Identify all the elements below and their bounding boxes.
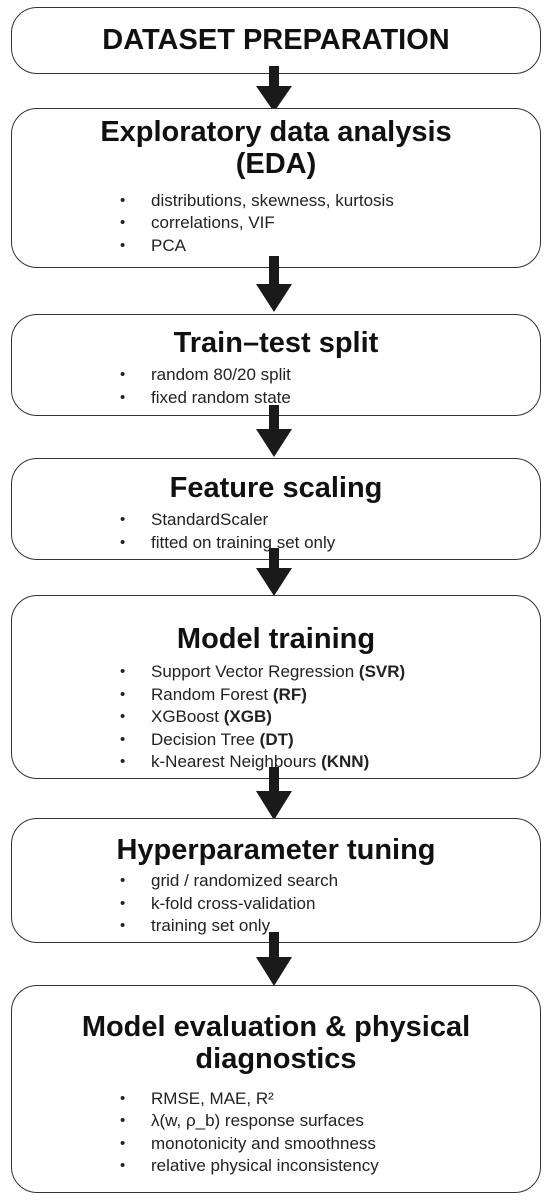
flow-arrow <box>252 932 296 987</box>
list-item: PCA <box>120 235 540 258</box>
step-items: Support Vector Regression (SVR) Random F… <box>120 661 540 774</box>
flow-arrow <box>252 548 296 597</box>
step-title: Train–test split <box>173 327 379 359</box>
list-item: RMSE, MAE, R² <box>120 1088 540 1111</box>
list-item: Support Vector Regression (SVR) <box>120 661 540 684</box>
list-item: λ(w, ρ_b) response surfaces <box>120 1110 540 1133</box>
list-item: StandardScaler <box>120 509 540 532</box>
list-item: distributions, skewness, kurtosis <box>120 190 540 213</box>
step-dataset-preparation: DATASET PREPARATION <box>11 7 541 74</box>
step-title: Hyperparameter tuning <box>116 834 436 866</box>
arrow-down-icon <box>256 66 292 112</box>
flow-arrow <box>252 66 296 113</box>
list-item: Random Forest (RF) <box>120 684 540 707</box>
step-title: Model evaluation & physical diagnostics <box>81 1011 471 1076</box>
flow-arrow <box>252 256 296 313</box>
list-item: correlations, VIF <box>120 212 540 235</box>
list-item: k-fold cross-validation <box>120 893 540 916</box>
arrow-down-icon <box>256 256 292 312</box>
step-model-evaluation: Model evaluation & physical diagnostics … <box>11 985 541 1193</box>
list-item: fixed random state <box>120 387 540 410</box>
step-title: Feature scaling <box>169 472 383 504</box>
list-item: XGBoost (XGB) <box>120 706 540 729</box>
step-train-test-split: Train–test split random 80/20 split fixe… <box>11 314 541 416</box>
step-items: grid / randomized search k-fold cross-va… <box>120 870 540 938</box>
flow-arrow <box>252 767 296 821</box>
step-items: RMSE, MAE, R² λ(w, ρ_b) response surface… <box>120 1088 540 1178</box>
step-title: Model training <box>176 623 376 655</box>
step-model-training: Model training Support Vector Regression… <box>11 595 541 779</box>
arrow-down-icon <box>256 932 292 986</box>
step-eda: Exploratory data analysis (EDA) distribu… <box>11 108 541 268</box>
step-title: DATASET PREPARATION <box>102 24 450 56</box>
arrow-down-icon <box>256 767 292 820</box>
list-item: training set only <box>120 915 540 938</box>
step-items: distributions, skewness, kurtosis correl… <box>120 190 540 258</box>
list-item: monotonicity and smoothness <box>120 1133 540 1156</box>
step-feature-scaling: Feature scaling StandardScaler fitted on… <box>11 458 541 560</box>
list-item: random 80/20 split <box>120 364 540 387</box>
list-item: Decision Tree (DT) <box>120 729 540 752</box>
step-hyperparameter-tuning: Hyperparameter tuning grid / randomized … <box>11 818 541 943</box>
arrow-down-icon <box>256 405 292 457</box>
flow-arrow <box>252 405 296 458</box>
step-title: Exploratory data analysis (EDA) <box>100 116 452 181</box>
list-item: relative physical inconsistency <box>120 1155 540 1178</box>
arrow-down-icon <box>256 548 292 596</box>
step-items: StandardScaler fitted on training set on… <box>120 509 540 554</box>
list-item: grid / randomized search <box>120 870 540 893</box>
step-items: random 80/20 split fixed random state <box>120 364 540 409</box>
list-item: k-Nearest Neighbours (KNN) <box>120 751 540 774</box>
list-item: fitted on training set only <box>120 532 540 555</box>
